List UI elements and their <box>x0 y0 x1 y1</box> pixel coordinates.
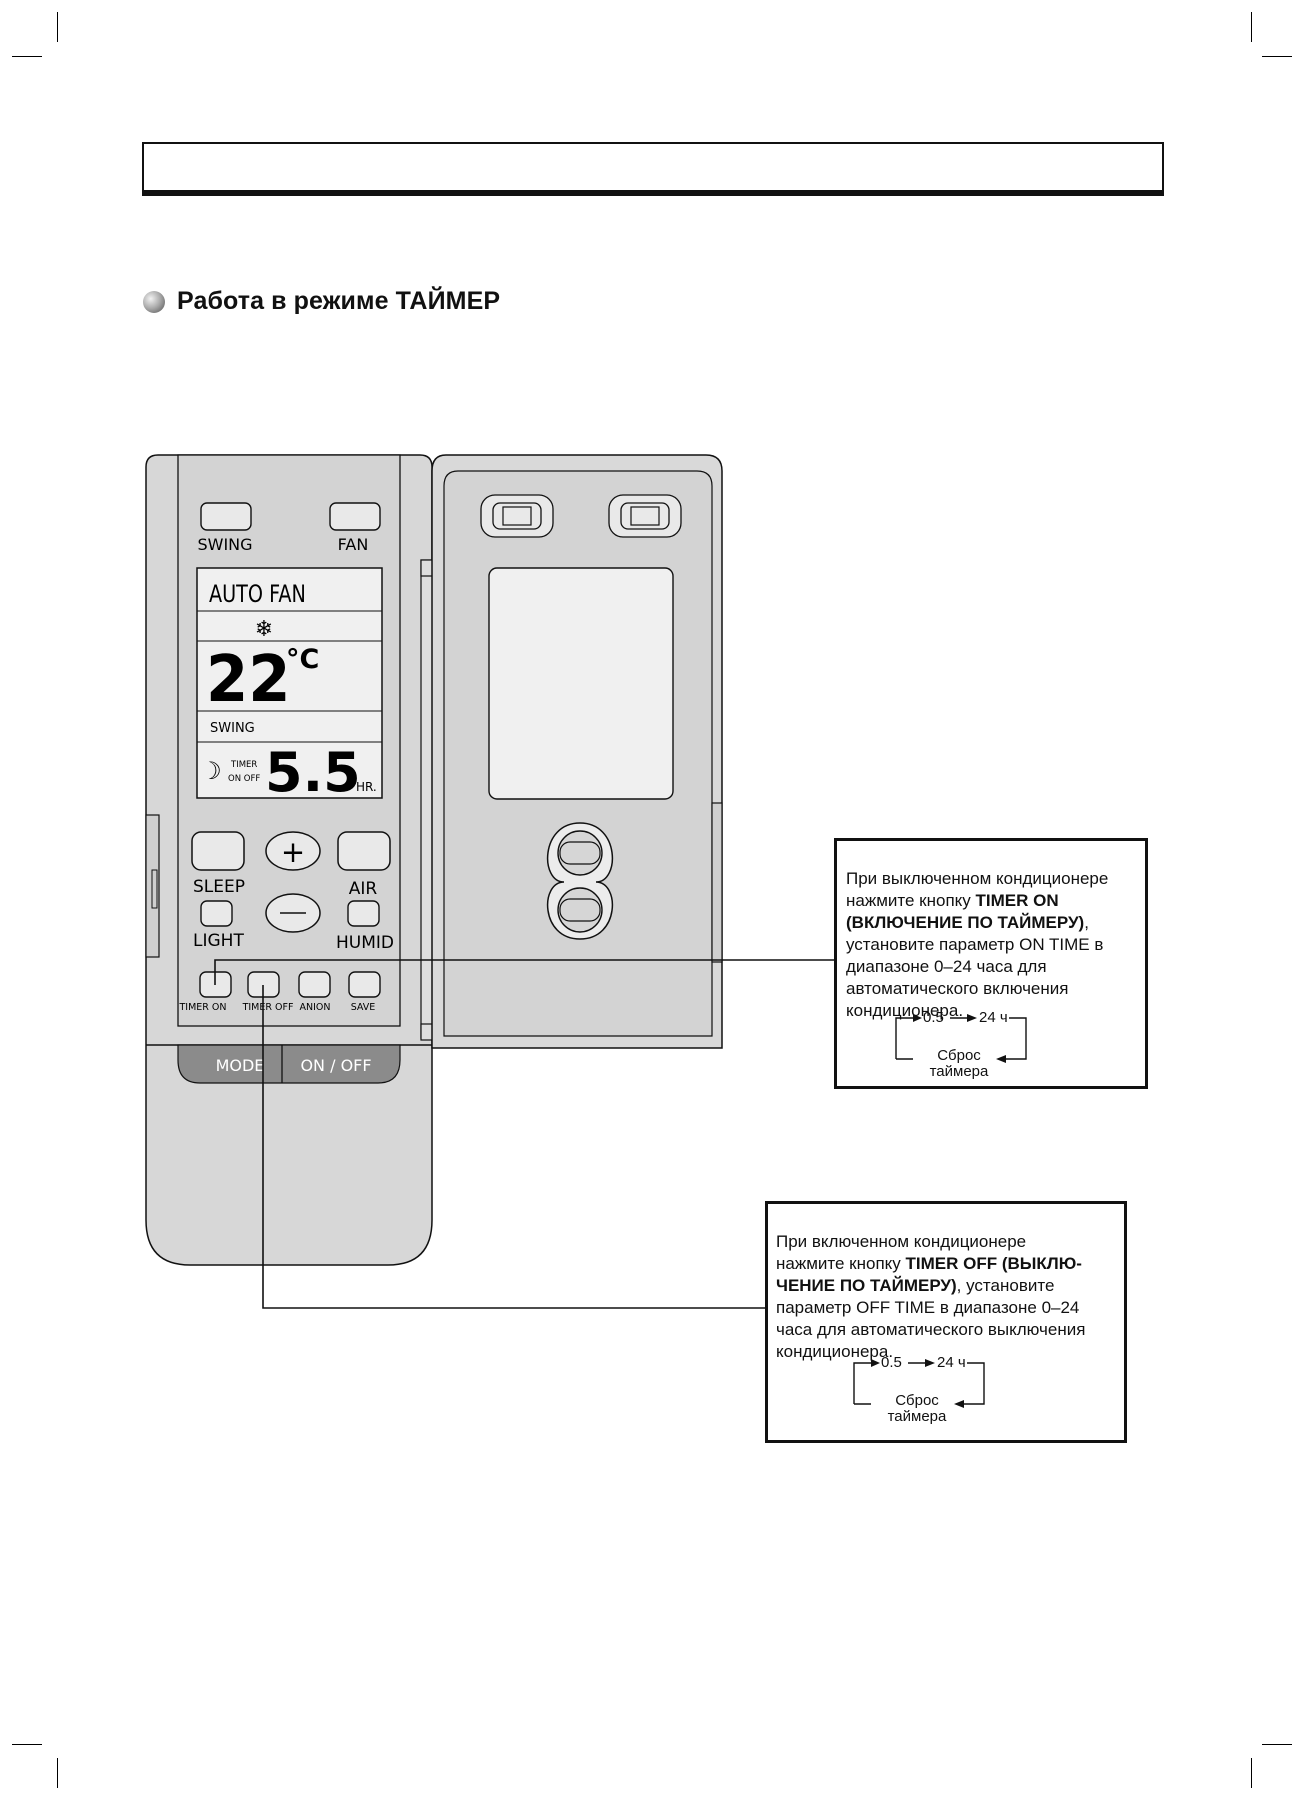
fan-button-label: FAN <box>338 535 369 554</box>
lcd-timer-label: TIMER <box>230 760 257 770</box>
battery-window <box>488 567 674 800</box>
air-button[interactable] <box>337 831 391 871</box>
latch-slot-right-core <box>630 506 660 526</box>
emitter-lens-top <box>557 830 603 876</box>
swing-button-label: SWING <box>197 535 252 554</box>
cycle-arrow-start-icon <box>853 1362 871 1399</box>
lcd-temperature: 22 <box>206 642 291 717</box>
swing-button[interactable] <box>200 502 252 531</box>
crop-mark <box>57 12 58 42</box>
cycle-end-label: 24 ч <box>979 1009 1008 1026</box>
crop-mark <box>57 1758 58 1788</box>
fan-button[interactable] <box>329 502 381 531</box>
chapter-header-box <box>142 142 1164 196</box>
crop-mark <box>1262 56 1292 57</box>
crop-mark <box>12 56 42 57</box>
cycle-start-label: 0.5 <box>881 1354 902 1371</box>
timer-on-cycle-diagram: 0.5 24 ч Сброс таймера <box>891 1009 1091 1080</box>
side-clip-notch <box>151 869 158 909</box>
plus-icon: + <box>281 835 305 869</box>
arrowhead-icon <box>913 1014 922 1022</box>
callout-timer-on: При выключенном кондиционере нажмите кно… <box>834 838 1148 1089</box>
arrowhead-icon <box>967 1014 977 1022</box>
lcd-on-off-label: ON OFF <box>228 774 260 784</box>
light-button-label: LIGHT <box>193 931 244 951</box>
plus-button[interactable] <box>265 831 321 871</box>
cycle-start-label: 0.5 <box>923 1009 944 1026</box>
remote-lower-button-bar <box>177 1044 401 1084</box>
latch-slot-right-inner <box>620 502 670 530</box>
callout-timer-on-text: При выключенном кондиционере нажмите кно… <box>846 869 1109 1020</box>
crop-mark <box>1251 12 1252 42</box>
humid-button-label: HUMID <box>336 933 394 953</box>
snowflake-icon: ❄ <box>255 617 273 642</box>
cycle-arrow-start-icon <box>895 1017 913 1054</box>
lcd-display <box>196 567 383 799</box>
lcd-hours-label: HR. <box>356 780 377 794</box>
section-title: Работа в режиме ТАЙМЕР <box>177 287 501 315</box>
save-button[interactable] <box>348 971 381 998</box>
emitter-lens-bottom <box>557 887 603 933</box>
section-heading: Работа в режиме ТАЙМЕР <box>143 287 500 316</box>
leader-line-timer-on <box>214 959 834 985</box>
lcd-timer-value: 5.5 <box>265 741 361 804</box>
save-button-label: SAVE <box>351 1002 376 1013</box>
lcd-mode-text: AUTO FAN <box>209 581 306 609</box>
bullet-icon <box>143 290 165 313</box>
latch-slot-left <box>480 494 554 538</box>
leader-line-timer-off <box>262 985 765 1309</box>
sleep-button[interactable] <box>191 831 245 871</box>
arrowhead-icon <box>871 1359 880 1367</box>
callout-timer-off-text: При включенном кондиционере нажмите кноп… <box>776 1232 1086 1361</box>
arrowhead-icon <box>954 1400 964 1408</box>
crop-mark <box>1262 1744 1292 1745</box>
latch-slot-left-core <box>502 506 532 526</box>
timer-off-cycle-diagram: 0.5 24 ч Сброс таймера <box>849 1354 1049 1425</box>
air-button-label: AIR <box>349 879 378 899</box>
latch-slot-right <box>608 494 682 538</box>
timer-on-button-label: TIMER ON <box>178 1002 226 1013</box>
moon-icon: ☽ <box>200 757 222 785</box>
latch-slot-left-inner <box>492 502 542 530</box>
cycle-arrow-end-icon <box>1006 1017 1027 1060</box>
cycle-reset-label: Сброс таймера <box>887 1392 947 1425</box>
humid-button[interactable] <box>347 900 380 927</box>
sleep-button-label: SLEEP <box>193 877 245 897</box>
arrowhead-icon <box>996 1055 1006 1063</box>
on-off-button-label[interactable]: ON / OFF <box>300 1056 371 1075</box>
cycle-arrow-end-icon <box>964 1362 985 1405</box>
anion-button[interactable] <box>298 971 331 998</box>
cycle-end-label: 24 ч <box>937 1354 966 1371</box>
cycle-reset-label: Сброс таймера <box>929 1047 989 1080</box>
cover-side-tab <box>711 802 723 963</box>
anion-button-label: ANION <box>300 1002 331 1013</box>
emitter-lens-top-inner <box>559 841 601 865</box>
timer-off-button-label: TIMER OFF <box>242 1002 294 1013</box>
callout-timer-off: При включенном кондиционере нажмите кноп… <box>765 1201 1127 1443</box>
mode-button-label[interactable]: MODE <box>216 1056 265 1075</box>
emitter-lens-bottom-inner <box>559 898 601 922</box>
light-button[interactable] <box>200 900 233 927</box>
crop-mark <box>1251 1758 1252 1788</box>
arrowhead-icon <box>925 1359 935 1367</box>
crop-mark <box>12 1744 42 1745</box>
lcd-swing-text: SWING <box>210 721 255 736</box>
lcd-temp-unit: °C <box>286 644 319 675</box>
